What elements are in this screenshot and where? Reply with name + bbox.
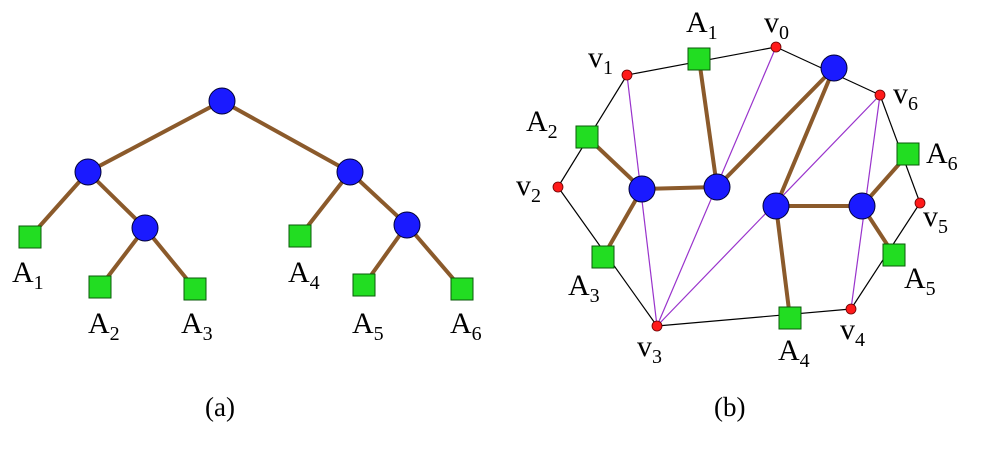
leaf-node: [183, 277, 207, 301]
leaf-node: [882, 243, 906, 267]
leaf-node: [575, 125, 599, 149]
vertex-label-v2: v2: [516, 169, 541, 207]
leaf-node: [18, 225, 42, 249]
leaf-label-a5: A5: [904, 262, 936, 300]
leaf-label-a4: A4: [288, 256, 320, 294]
internal-node: [848, 192, 876, 220]
tree-edge: [86, 99, 224, 174]
dual-internal-nodes: [628, 54, 876, 220]
panel-a-internal-nodes: [74, 87, 421, 242]
polygon-vertices: [552, 41, 926, 332]
internal-node: [628, 175, 656, 203]
leaf-label-a4: A4: [778, 334, 810, 372]
panel-b: v0 v1 v2 v3 v4 v5 v6 A1 A2 A3 A4 A5 A6 (…: [516, 6, 958, 422]
internal-node: [131, 214, 159, 242]
internal-node: [762, 192, 790, 220]
internal-node: [820, 54, 848, 82]
polygon-vertex: [914, 197, 926, 209]
leaf-node: [896, 142, 920, 166]
polygon-vertex: [651, 320, 663, 332]
vertex-label-v5: v5: [923, 200, 948, 238]
panel-a-caption: (a): [205, 392, 235, 422]
leaf-node: [88, 275, 112, 299]
leaf-label-a2: A2: [526, 105, 558, 143]
polygon-edge: [656, 308, 852, 327]
leaf-label-a3: A3: [568, 269, 600, 307]
vertex-label-v1: v1: [588, 41, 613, 79]
internal-node: [208, 87, 236, 115]
tree-edge: [697, 57, 719, 189]
dual-leaf-nodes: [575, 47, 920, 330]
leaf-node: [352, 273, 376, 297]
internal-node: [336, 158, 364, 186]
leaf-node: [591, 245, 615, 269]
internal-node: [703, 173, 731, 201]
leaf-label-a5: A5: [352, 307, 384, 345]
leaf-node: [288, 224, 312, 248]
dual-leaf-labels: A1 A2 A3 A4 A5 A6: [526, 6, 958, 372]
leaf-label-a3: A3: [181, 307, 213, 345]
polygon-vertex: [770, 41, 782, 53]
tree-edge: [774, 66, 836, 208]
polygon-vertex: [621, 69, 633, 81]
leaf-label-a6: A6: [450, 307, 482, 345]
vertex-labels: v0 v1 v2 v3 v4 v5 v6: [516, 6, 948, 368]
panel-b-caption: (b): [714, 392, 745, 422]
leaf-label-a6: A6: [926, 137, 958, 175]
internal-node: [393, 211, 421, 239]
leaf-label-a1: A1: [686, 6, 718, 44]
panel-a-leaf-labels: A1 A2 A3 A4 A5 A6: [12, 256, 482, 345]
tree-edge: [774, 204, 792, 320]
polygon-edges: [557, 46, 921, 327]
tree-edge: [715, 66, 836, 189]
panel-a: A1 A2 A3 A4 A5 A6 (a): [12, 87, 482, 422]
polygon-vertex: [552, 181, 564, 193]
tree-edge: [220, 99, 352, 174]
polygon-vertex: [845, 303, 857, 315]
leaf-node: [778, 306, 802, 330]
vertex-label-v0: v0: [764, 6, 789, 44]
polygon-vertex: [874, 89, 886, 101]
panel-a-edges: [28, 99, 464, 291]
panel-a-leaf-nodes: [18, 224, 474, 301]
internal-node: [74, 158, 102, 186]
vertex-label-v4: v4: [840, 313, 865, 351]
leaf-node: [450, 277, 474, 301]
vertex-label-v6: v6: [893, 77, 918, 115]
leaf-node: [687, 47, 711, 71]
leaf-label-a2: A2: [88, 307, 120, 345]
leaf-label-a1: A1: [12, 256, 44, 294]
vertex-label-v3: v3: [637, 330, 662, 368]
